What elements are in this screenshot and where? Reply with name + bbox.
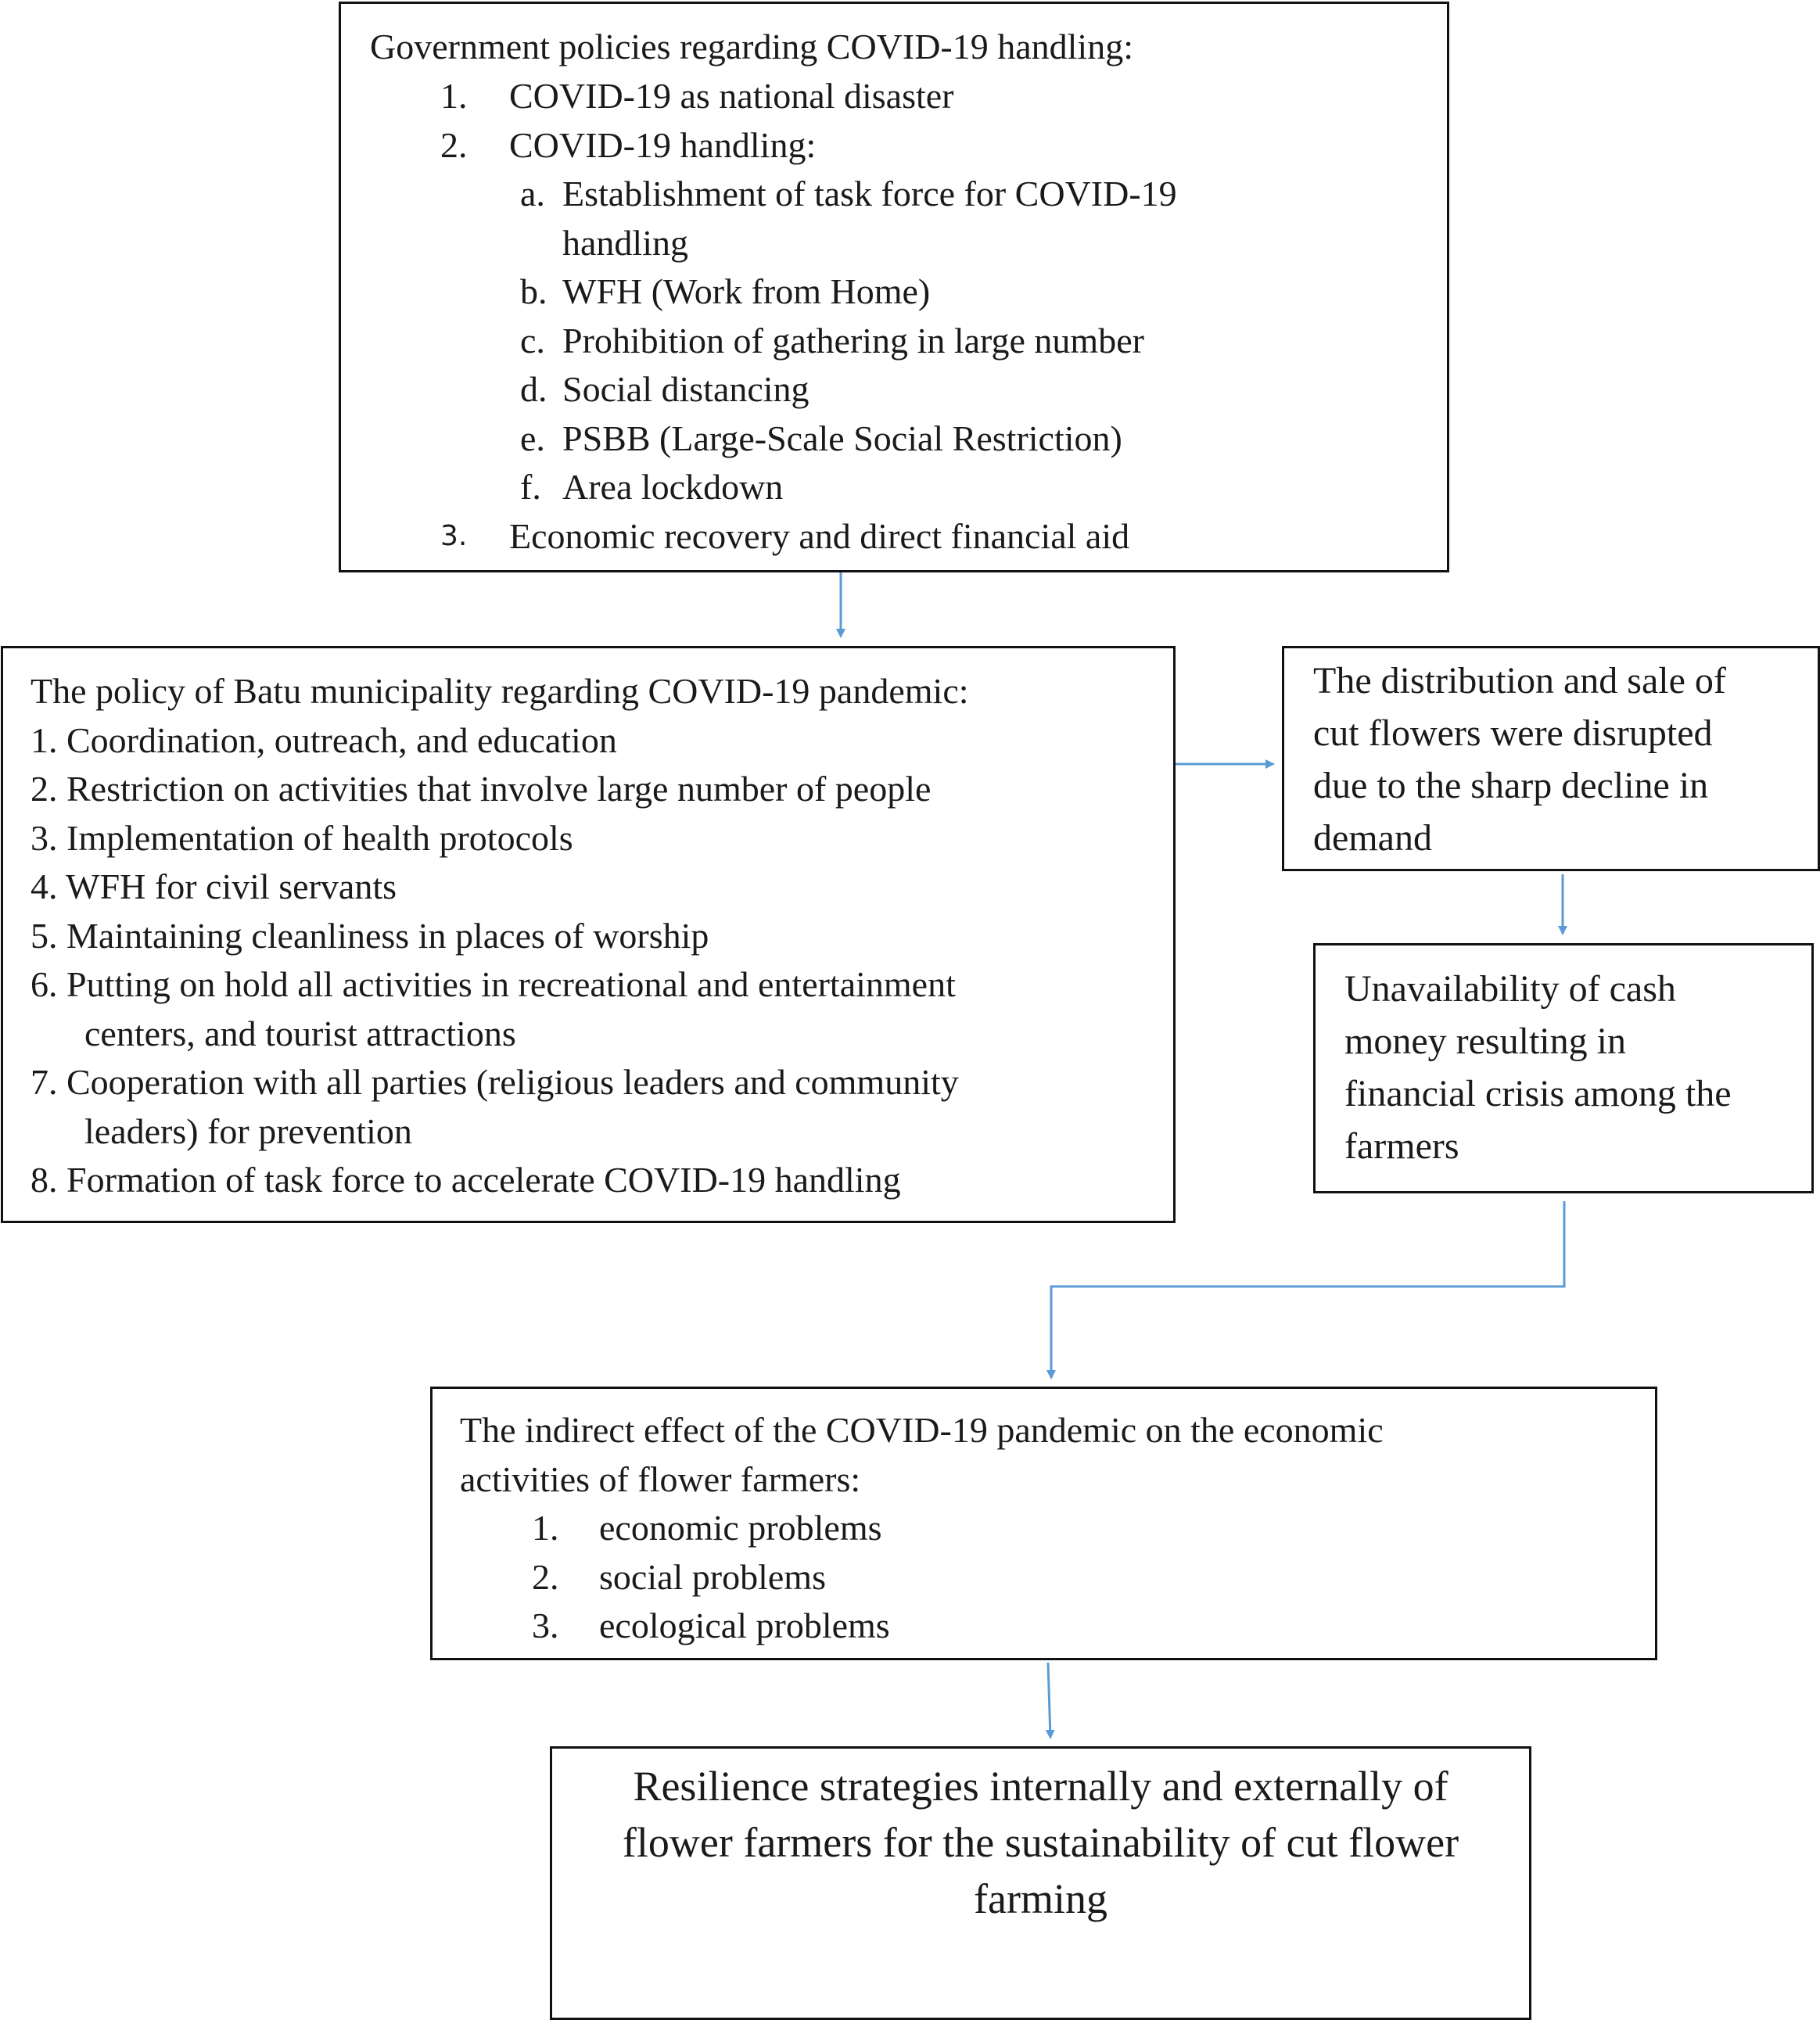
batu-policy-item: 7. Cooperation with all parties (religio… bbox=[31, 1062, 959, 1102]
batu-policy-heading: The policy of Batu municipality regardin… bbox=[31, 671, 969, 711]
indirect-effect-item: economic problems bbox=[599, 1508, 882, 1548]
handling-subitem-letter: a. bbox=[520, 174, 545, 213]
handling-subitem-letter: d. bbox=[520, 369, 547, 409]
batu-policy-item: 6. Putting on hold all activities in rec… bbox=[31, 964, 956, 1004]
government-policy-item: COVID-19 handling: bbox=[509, 125, 817, 165]
batu-policy-item-continuation: leaders) for prevention bbox=[84, 1111, 412, 1151]
indirect-effect-item: ecological problems bbox=[599, 1606, 890, 1645]
cash-text-line: farmers bbox=[1344, 1125, 1459, 1167]
distribution-disruption-box: The distribution and sale of cut flowers… bbox=[1282, 646, 1820, 871]
indirect-effect-heading: activities of flower farmers: bbox=[460, 1459, 861, 1499]
government-policy-number: 3. bbox=[440, 520, 468, 552]
distribution-text-line: The distribution and sale of bbox=[1313, 660, 1726, 701]
cash-unavailability-box: Unavailability of cash money resulting i… bbox=[1313, 943, 1814, 1193]
batu-policy-item-continuation: centers, and tourist attractions bbox=[84, 1014, 516, 1053]
indirect-effect-box: The indirect effect of the COVID-19 pand… bbox=[430, 1387, 1657, 1660]
batu-policy-item: 3. Implementation of health protocols bbox=[31, 818, 573, 858]
batu-municipality-policy-box: The policy of Batu municipality regardin… bbox=[1, 646, 1176, 1223]
indirect-effect-item: social problems bbox=[599, 1557, 826, 1597]
batu-policy-item: 4. WFH for civil servants bbox=[31, 866, 397, 906]
resilience-strategies-box: Resilience strategies internally and ext… bbox=[550, 1746, 1531, 2020]
handling-subitem-letter: b. bbox=[520, 271, 547, 311]
government-policy-item: Economic recovery and direct financial a… bbox=[509, 516, 1130, 556]
government-policy-item: COVID-19 as national disaster bbox=[509, 76, 954, 116]
indirect-effect-number: 1. bbox=[532, 1508, 559, 1548]
cash-text-line: money resulting in bbox=[1344, 1021, 1626, 1062]
government-policy-number: 2. bbox=[440, 125, 468, 165]
distribution-text-line: demand bbox=[1313, 817, 1432, 859]
handling-subitem-letter: f. bbox=[520, 467, 541, 507]
handling-subitem: Social distancing bbox=[562, 369, 809, 409]
indirect-effect-heading: The indirect effect of the COVID-19 pand… bbox=[460, 1410, 1384, 1450]
distribution-text-line: due to the sharp decline in bbox=[1313, 765, 1709, 806]
arrow-box4-to-box5 bbox=[1046, 1201, 1566, 1380]
government-policies-heading: Government policies regarding COVID-19 h… bbox=[370, 27, 1133, 66]
handling-subitem-letter: c. bbox=[520, 321, 545, 361]
handling-subitem: Prohibition of gathering in large number bbox=[562, 321, 1144, 361]
resilience-text-line: flower farmers for the sustainability of… bbox=[622, 1819, 1459, 1866]
handling-subitem-letter: e. bbox=[520, 418, 545, 458]
batu-policy-item: 8. Formation of task force to accelerate… bbox=[31, 1160, 901, 1200]
distribution-text-line: cut flowers were disrupted bbox=[1313, 712, 1713, 754]
government-policy-number: 1. bbox=[440, 76, 468, 116]
handling-subitem: Area lockdown bbox=[562, 467, 784, 507]
handling-subitem-continuation: handling bbox=[562, 223, 688, 263]
cash-text-line: financial crisis among the bbox=[1344, 1073, 1732, 1114]
resilience-text-line: farming bbox=[974, 1875, 1107, 1922]
batu-policy-item: 1. Coordination, outreach, and education bbox=[31, 720, 617, 760]
government-policies-box: Government policies regarding COVID-19 h… bbox=[339, 2, 1449, 572]
batu-policy-item: 2. Restriction on activities that involv… bbox=[31, 769, 932, 809]
handling-subitem: Establishment of task force for COVID-19 bbox=[562, 174, 1177, 213]
handling-subitem: WFH (Work from Home) bbox=[562, 271, 931, 311]
arrow-box5-to-box6 bbox=[1045, 1662, 1055, 1739]
handling-subitem: PSBB (Large-Scale Social Restriction) bbox=[562, 418, 1122, 458]
batu-policy-item: 5. Maintaining cleanliness in places of … bbox=[31, 916, 709, 956]
indirect-effect-number: 2. bbox=[532, 1557, 559, 1597]
resilience-text-line: Resilience strategies internally and ext… bbox=[633, 1763, 1448, 1810]
cash-text-line: Unavailability of cash bbox=[1344, 968, 1676, 1010]
indirect-effect-number: 3. bbox=[532, 1606, 559, 1645]
